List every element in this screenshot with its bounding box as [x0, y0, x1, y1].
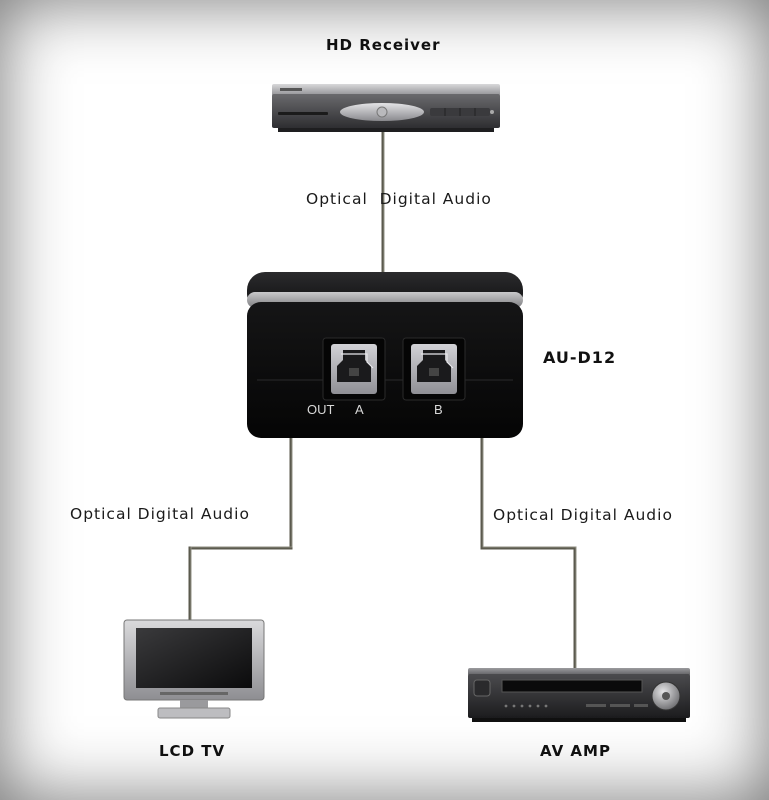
port-label-out: OUT — [307, 402, 335, 417]
av-amp-device — [468, 668, 690, 722]
cable-label-top: Optical Digital Audio — [306, 190, 492, 208]
receiver-label: HD Receiver — [326, 36, 441, 54]
hd-receiver-device — [272, 84, 500, 132]
cable-label-right: Optical Digital Audio — [493, 506, 673, 524]
cable-label-left: Optical Digital Audio — [70, 505, 250, 523]
lcd-tv-device — [123, 619, 265, 719]
au-d12-splitter-device — [247, 272, 523, 438]
amp-label: AV AMP — [540, 742, 611, 760]
cable-splitter-to-amp — [480, 438, 577, 672]
port-label-a: A — [355, 402, 364, 417]
splitter-label: AU-D12 — [543, 348, 617, 367]
port-label-b: B — [434, 402, 443, 417]
tv-label: LCD TV — [159, 742, 226, 760]
cable-splitter-to-tv — [188, 438, 293, 625]
